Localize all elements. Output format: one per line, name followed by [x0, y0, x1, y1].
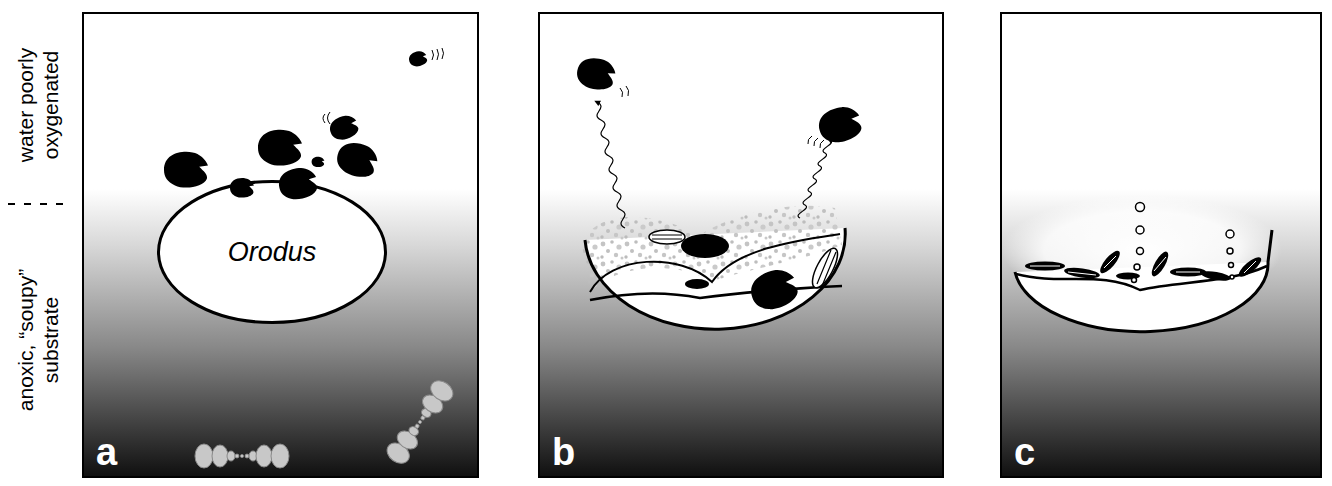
ostracod [230, 178, 254, 197]
shell [685, 279, 709, 289]
shell [1064, 266, 1101, 280]
sediment-gradient [538, 12, 944, 478]
escape-arrow [798, 140, 831, 218]
ostracod [277, 165, 320, 202]
bubble [1132, 278, 1137, 283]
shell [808, 245, 843, 291]
shell [649, 230, 685, 244]
bubble [1226, 230, 1234, 238]
zone-label: water poorly oxygenated [13, 10, 63, 200]
flattened-shells [1025, 248, 1264, 282]
carcass-outline [1015, 230, 1272, 332]
escape-arrow [597, 102, 625, 228]
ostracod [815, 103, 864, 147]
particle-cloud [582, 206, 842, 292]
carcass-hollow [1015, 262, 1268, 332]
bubble [1136, 226, 1144, 234]
carcass-outline [585, 228, 845, 329]
bubble [1137, 248, 1144, 255]
stage-panel: c [1000, 12, 1322, 478]
shell [1236, 254, 1264, 280]
zone-label: anoxic, “soupy” substrate [13, 225, 63, 455]
ostracod [575, 55, 618, 92]
gas-bubbles [1132, 203, 1235, 283]
shell-stripes [817, 250, 836, 286]
motion-lines [432, 48, 444, 60]
sediment-gradient [1000, 12, 1322, 478]
bubble [1229, 263, 1234, 268]
shell [1025, 262, 1065, 271]
carcass-hollow [585, 228, 845, 329]
ostracod [164, 152, 208, 188]
shell-stripes [652, 235, 682, 239]
bubble [1227, 248, 1233, 254]
stage-panel: Orodus a [82, 12, 479, 478]
panel-letter: a [96, 431, 117, 474]
bubble [1136, 203, 1145, 212]
motion-lines [808, 136, 824, 148]
taxon-name: Orodus [228, 237, 317, 268]
infill-line [1016, 266, 1267, 290]
motion-lines [620, 86, 629, 97]
shell [681, 234, 729, 258]
boundary-dash [8, 203, 72, 205]
ostracod [312, 157, 325, 167]
water-halo [1002, 195, 1282, 305]
ostracod-group [164, 48, 444, 202]
sediment-mound [590, 234, 840, 292]
panel-letter: c [1014, 431, 1035, 474]
ellipse-shape [159, 182, 386, 323]
fecal-chain [383, 377, 457, 468]
ostracod [407, 50, 428, 69]
carcass-ellipse: Orodus [157, 180, 387, 324]
ostracod [334, 139, 381, 181]
ostracod [327, 112, 361, 143]
shell [1149, 249, 1172, 278]
shell-stripes [1030, 256, 1256, 275]
shell [1116, 273, 1140, 280]
motion-lines [323, 112, 330, 124]
ostracod [258, 130, 302, 166]
shell [1097, 248, 1123, 276]
panel-letter: b [552, 431, 575, 474]
shell [1170, 268, 1206, 277]
bubble [1230, 275, 1234, 279]
shell [1201, 269, 1232, 282]
stage-panel: b [538, 12, 944, 478]
infill-line [590, 286, 842, 300]
ostracod [746, 264, 802, 315]
bubble [1134, 264, 1140, 270]
sediment-gradient [82, 12, 479, 478]
fecal-chain [195, 444, 289, 468]
